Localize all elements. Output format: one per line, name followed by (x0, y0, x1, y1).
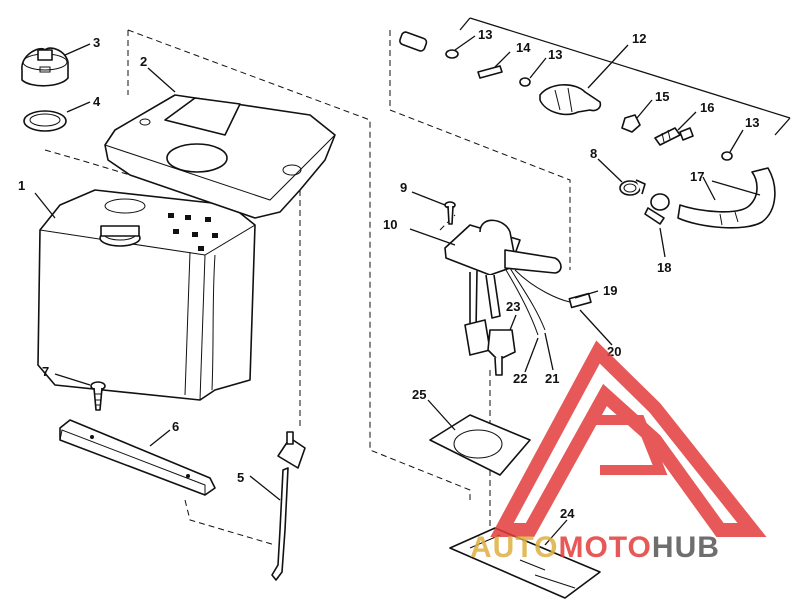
callout-8: 8 (590, 146, 597, 161)
pickup-gasket (429, 414, 531, 476)
fuel-pickup-assembly (444, 219, 592, 376)
callout-3: 3 (93, 35, 100, 50)
callout-23: 23 (506, 299, 520, 314)
hose-clamp (619, 179, 646, 196)
strap-screw (90, 381, 106, 411)
callout-13-b: 13 (548, 47, 562, 62)
callout-17: 17 (690, 169, 704, 184)
fuel-tank (37, 189, 256, 401)
callout-12: 12 (632, 31, 646, 46)
callout-13-c: 13 (745, 115, 759, 130)
hose-connector (644, 193, 670, 225)
callout-16: 16 (700, 100, 714, 115)
callout-15: 15 (655, 89, 669, 104)
fuel-hose (677, 167, 776, 229)
callout-10: 10 (383, 217, 397, 232)
callout-2: 2 (140, 54, 147, 69)
callout-9: 9 (400, 180, 407, 195)
callout-6: 6 (172, 419, 179, 434)
fuel-gauge-rod (271, 431, 306, 581)
callout-7: 7 (42, 364, 49, 379)
callout-18: 18 (657, 260, 671, 275)
tank-cap (21, 47, 69, 87)
callout-1: 1 (18, 178, 25, 193)
leader-lines (34, 17, 791, 546)
callout-21: 21 (545, 371, 559, 386)
callouts: 1 2 3 4 5 6 7 8 9 10 12 13 13 13 14 15 1… (18, 27, 759, 521)
fuel-line-components (399, 31, 733, 161)
svg-text:AUTOMOTOHUB: AUTOMOTOHUB (470, 531, 720, 564)
tank-cover (104, 94, 336, 219)
watermark-triangle-icon (490, 340, 767, 537)
pickup-screw (444, 201, 456, 225)
cap-gasket (23, 110, 67, 132)
callout-19: 19 (603, 283, 617, 298)
callout-24: 24 (560, 506, 575, 521)
callout-13-a: 13 (478, 27, 492, 42)
watermark-logo: AUTOMOTOHUB (470, 340, 767, 564)
callout-22: 22 (513, 371, 527, 386)
watermark-text-hub: HUB (652, 531, 720, 564)
watermark-text-auto: AUTO (470, 531, 558, 564)
callout-25: 25 (412, 387, 426, 402)
callout-5: 5 (237, 470, 244, 485)
mounting-strap (59, 419, 216, 496)
watermark-text-moto: MOTO (558, 531, 651, 564)
decal (449, 527, 601, 599)
callout-14: 14 (516, 40, 531, 55)
callout-4: 4 (93, 94, 101, 109)
